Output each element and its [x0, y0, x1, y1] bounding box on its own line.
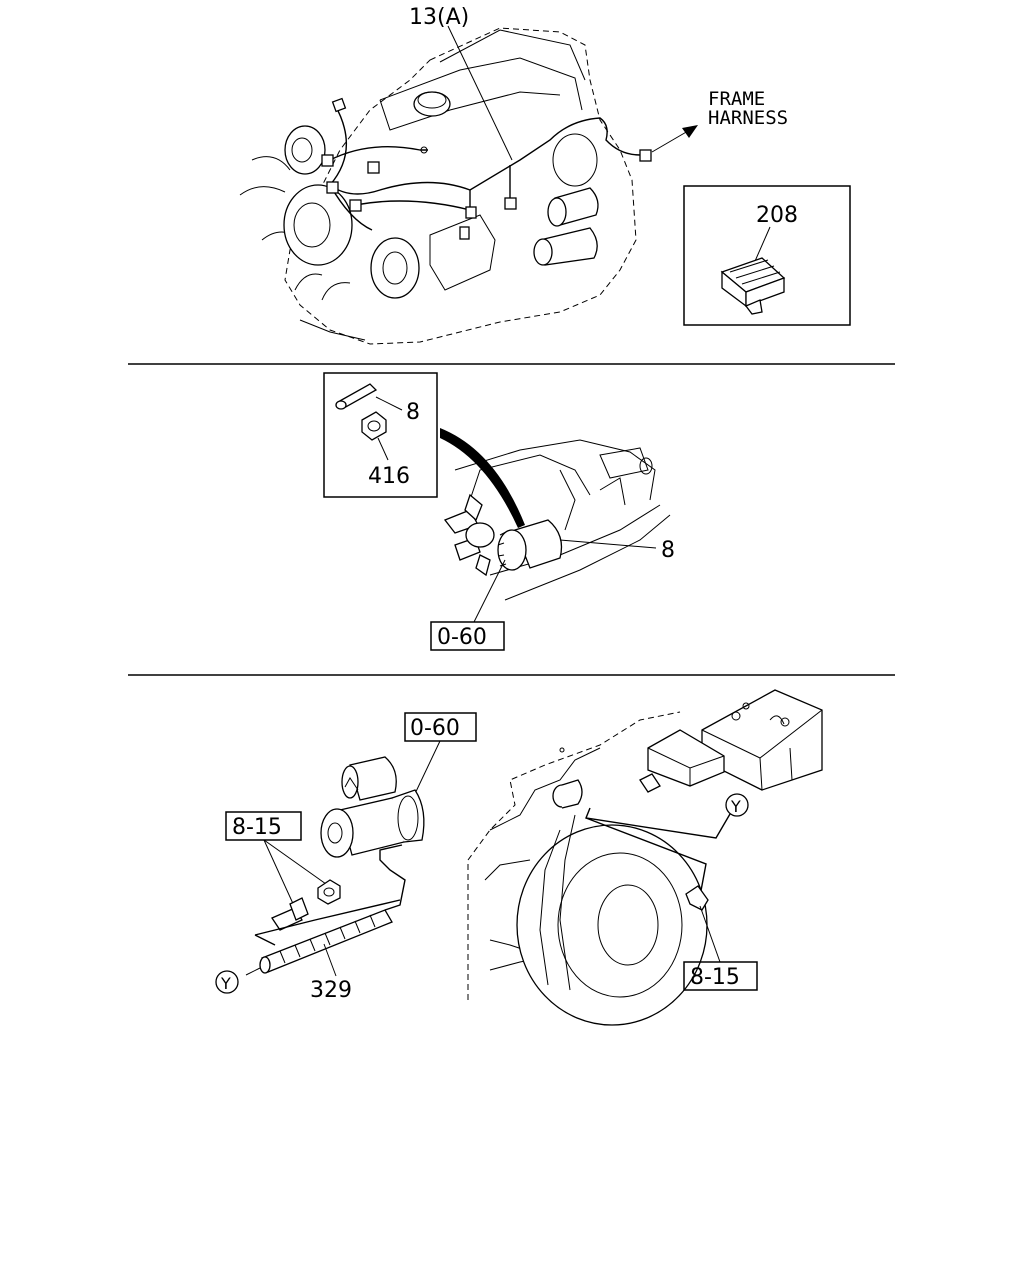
- frame-harness-label-line1: FRAME: [708, 88, 765, 110]
- nut: [317, 879, 341, 905]
- connector-y-right: [725, 793, 749, 817]
- nut-part-label-416: 416: [368, 464, 410, 489]
- starter-motor-drawing: [320, 756, 425, 858]
- connector-part-label: 208: [756, 203, 798, 228]
- ref-box-left: [225, 811, 302, 841]
- frame-harness-label-line2: HARNESS: [708, 107, 788, 129]
- ref-box-starter-label: 0-60: [410, 716, 460, 741]
- ref-box-left-label: 8-15: [232, 815, 282, 840]
- cable-panel: 0-60 8-15: [215, 689, 823, 1026]
- engine-block-drawing: [239, 27, 637, 345]
- ref-box-0-60-label: 0-60: [437, 625, 487, 650]
- cable-terminal-right: [685, 885, 709, 911]
- connector-inset-box: 208: [683, 185, 851, 326]
- ref-box-right-label: 8-15: [690, 965, 740, 990]
- connector-y-left: [215, 970, 239, 994]
- connector-y-left-label: Y: [220, 974, 231, 993]
- ref-box-starter: [404, 712, 477, 742]
- ground-cable: [245, 844, 406, 976]
- chassis-drawing: [467, 689, 823, 1026]
- ref-box-0-60: [430, 621, 505, 651]
- harness-wire: [321, 97, 652, 240]
- engine-harness-panel: 13(A) FRAME HARNESS 208: [239, 5, 851, 345]
- connector-y-right-label: Y: [730, 797, 741, 816]
- cable-part-label: 329: [310, 978, 352, 1003]
- harness-leader: [447, 25, 513, 161]
- callout-arrow: [440, 428, 525, 528]
- fastener-inset-box: 8 416: [323, 372, 438, 498]
- frame-harness-arrow: [651, 125, 698, 153]
- ref-box-right: [683, 961, 758, 991]
- nut-part-label-8: 8: [406, 400, 420, 425]
- cable-route: [585, 807, 731, 839]
- starter-motor-panel: 8 416 8 0-60: [323, 372, 675, 651]
- engine-silhouette: [443, 439, 671, 601]
- starter-part-label: 8: [661, 538, 675, 563]
- harness-part-label: 13(A): [409, 5, 469, 30]
